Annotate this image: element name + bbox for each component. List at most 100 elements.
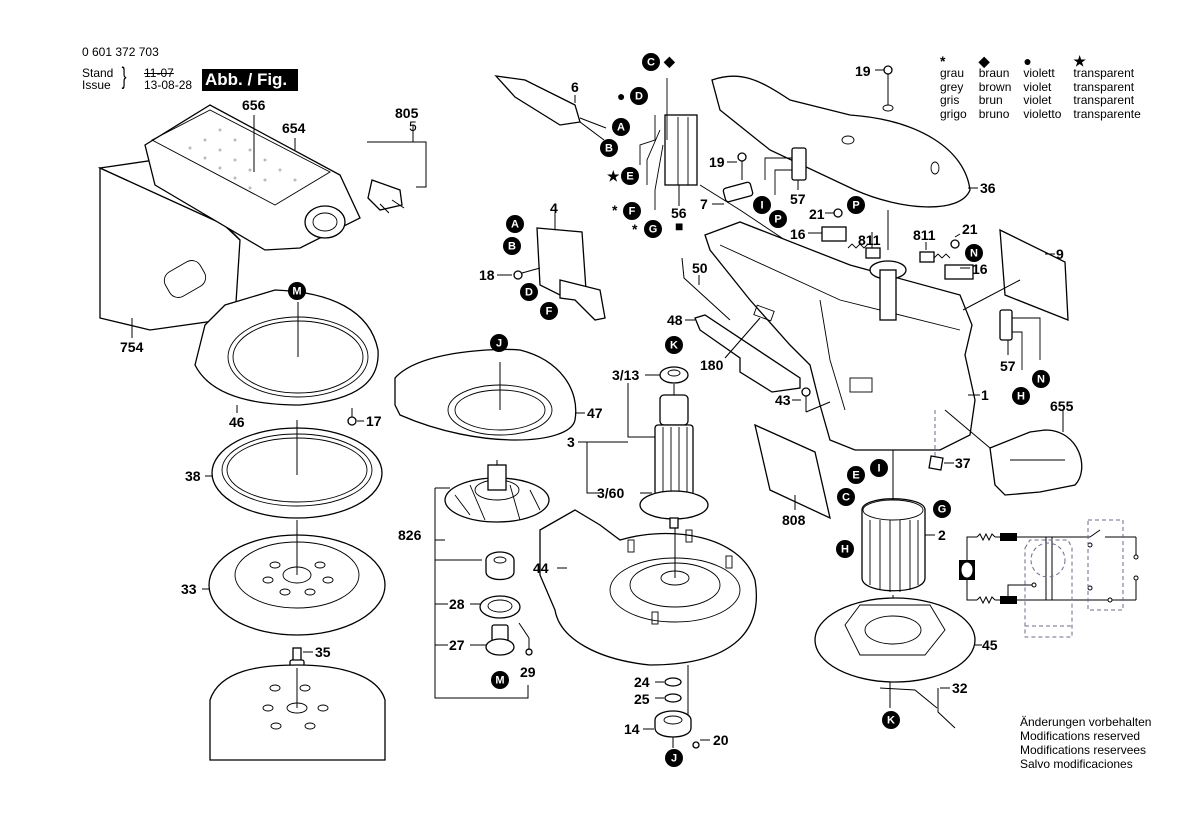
screw-29[interactable] — [518, 622, 533, 656]
part-3-13-bearing[interactable] — [645, 366, 689, 384]
part-50-hex-key[interactable] — [681, 257, 731, 321]
connection-badge-e-left: E — [621, 167, 639, 185]
screw-20[interactable] — [692, 739, 710, 749]
badge-circle — [623, 202, 641, 220]
label-43: 43 — [775, 392, 791, 408]
legend-row: grey brown violet transparent — [940, 79, 1153, 95]
part-27-eccentric[interactable] — [470, 624, 515, 656]
asterisk-icon: * — [612, 202, 618, 218]
label-50: 50 — [692, 260, 708, 276]
legend-cell: braun — [978, 66, 1010, 80]
label-21-left: 21 — [809, 206, 825, 222]
part-24-washer[interactable] — [655, 677, 682, 687]
connection-badge-m-top: M — [288, 282, 306, 300]
part-37-nut[interactable] — [928, 455, 954, 471]
part-7-holder[interactable] — [712, 181, 754, 205]
connection-badge-f-left: F — [623, 202, 641, 220]
part-28-flange[interactable] — [470, 595, 521, 619]
part-4-switch[interactable] — [497, 213, 606, 321]
note-line: Änderungen vorbehalten — [1020, 715, 1152, 729]
part-826-fan[interactable] — [434, 460, 550, 699]
part-35-screw[interactable] — [289, 647, 313, 667]
part-1-housing[interactable] — [704, 221, 980, 460]
label-754: 754 — [120, 339, 144, 355]
figure-label-box: Abb. / Fig. 1 — [202, 69, 298, 91]
part-38-seal-ring[interactable] — [205, 420, 383, 519]
connection-badge-f-sw: F — [540, 302, 558, 320]
badge-circle — [612, 118, 630, 136]
badge-letter: E — [852, 470, 859, 482]
connection-badge-k-top: K — [665, 336, 683, 354]
square-icon: ■ — [675, 218, 683, 234]
badge-circle — [1012, 387, 1030, 405]
part-33-sanding-pad[interactable] — [202, 520, 386, 636]
badge-circle — [837, 488, 855, 506]
note-line: Salvo modificaciones — [1020, 757, 1133, 771]
part-2-stator[interactable] — [861, 450, 935, 620]
screw-19[interactable] — [727, 65, 893, 180]
diamond-icon: ◆ — [663, 53, 676, 69]
legend-cell: grigo — [940, 106, 967, 121]
label-19-top: 19 — [855, 63, 871, 79]
badge-circle — [665, 749, 683, 767]
part-9-label[interactable] — [962, 228, 1069, 321]
part-32-spring[interactable] — [879, 682, 956, 729]
screw-43[interactable] — [792, 387, 831, 413]
label-19-mid: 19 — [709, 154, 725, 170]
part-808-label[interactable] — [754, 423, 831, 520]
legend-row: grigo bruno violetto transparente — [940, 106, 1153, 122]
issue-date: 13-08-28 — [144, 78, 193, 92]
part-36-top-cover[interactable] — [711, 72, 978, 250]
legend-cell: brun — [978, 93, 1003, 107]
badge-circle — [630, 87, 648, 105]
part-bearing-826[interactable] — [485, 551, 515, 581]
label-32: 32 — [952, 680, 968, 696]
part-16-brush-holder-left[interactable] — [808, 208, 847, 242]
part-180-label[interactable] — [724, 304, 775, 359]
part-57-connector-right[interactable] — [999, 309, 1041, 370]
part-45-stator-support[interactable] — [814, 597, 982, 683]
part-14-bearing[interactable] — [643, 710, 692, 748]
part-654-dust-box[interactable] — [144, 104, 361, 251]
connection-badge-c-top: C — [642, 53, 660, 71]
badge-circle — [847, 196, 865, 214]
badge-letter: E — [626, 171, 633, 183]
label-24: 24 — [634, 674, 650, 690]
part-25-washer[interactable] — [655, 693, 682, 703]
color-markers: ◆ ● ★ * * ■ — [607, 53, 683, 237]
screw-17[interactable] — [347, 408, 364, 426]
legend-row: grau braun violett transparent — [940, 66, 1153, 81]
part-47-baffle[interactable] — [394, 348, 585, 441]
connection-badge-g-stator: G — [933, 500, 951, 518]
part-56-suppressor[interactable] — [639, 78, 801, 251]
circle-icon: ● — [1023, 53, 1032, 69]
part-46-dust-cover[interactable] — [194, 289, 379, 413]
label-180: 180 — [700, 357, 724, 373]
part-48-rail[interactable] — [685, 314, 801, 393]
diamond-icon: ◆ — [978, 53, 990, 69]
badge-circle — [490, 334, 508, 352]
badge-letter: A — [617, 122, 625, 134]
connection-badge-b-sw: B — [503, 237, 521, 255]
label-37: 37 — [955, 455, 971, 471]
badge-letter: F — [629, 206, 636, 218]
badge-circle — [288, 282, 306, 300]
part-57-connector[interactable] — [764, 147, 807, 195]
part-655-dust-adapter[interactable] — [944, 409, 1083, 496]
part-44-base-housing[interactable] — [539, 509, 757, 728]
badge-circle — [769, 210, 787, 228]
label-4: 4 — [550, 200, 558, 216]
connection-badge-j-top: J — [490, 334, 508, 352]
star-icon: ★ — [607, 168, 620, 184]
connection-badge-k-bottom: K — [882, 711, 900, 729]
legend-cell: transparente — [1073, 106, 1141, 121]
part-811-carbon-brush-right[interactable] — [919, 242, 951, 263]
connection-badge-i-top: I — [753, 196, 771, 214]
sanding-disc[interactable] — [209, 664, 386, 761]
part-3-armature[interactable] — [578, 383, 709, 529]
legend-cell: violet — [1023, 79, 1052, 94]
part-805-power-cord[interactable] — [363, 74, 607, 214]
part-16-brush-holder-right[interactable] — [944, 233, 974, 280]
legend-symbols-row: * ◆ ● ★ — [940, 53, 1153, 69]
part-811-carbon-brush-left[interactable] — [847, 232, 881, 259]
